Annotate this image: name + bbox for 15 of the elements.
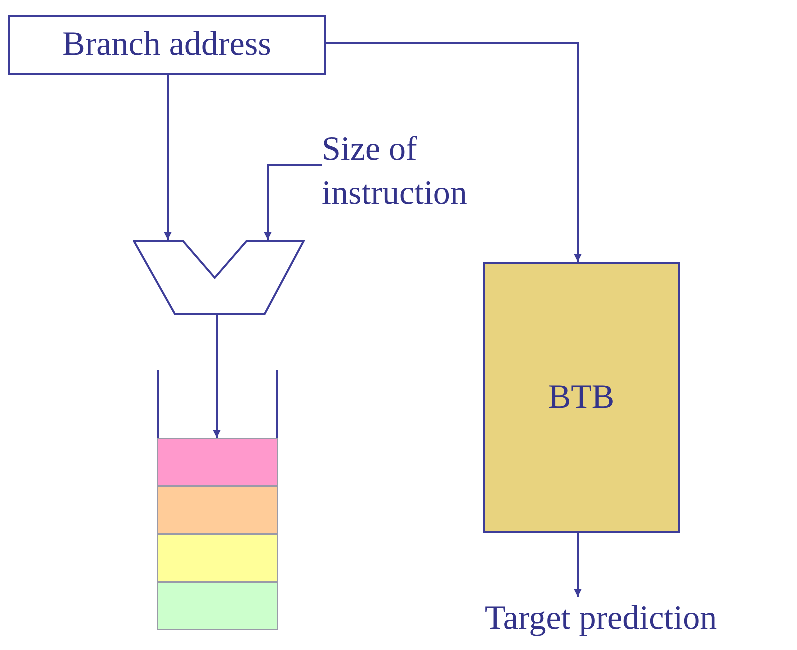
node-label: Branch address (62, 25, 272, 65)
arrow (213, 315, 221, 438)
stack-entry (157, 582, 278, 630)
stack-entry (157, 438, 278, 486)
text-label: Target prediction (485, 599, 718, 639)
node-label: BTB (548, 378, 615, 418)
arrow (326, 42, 582, 262)
text-label: Size of instruction (322, 130, 468, 214)
stack-entry (157, 534, 278, 582)
arrow (574, 533, 582, 597)
process-box (483, 262, 680, 533)
stack-entry (157, 486, 278, 534)
arrow (264, 164, 322, 240)
process-box (8, 15, 326, 75)
arrow (164, 75, 172, 240)
